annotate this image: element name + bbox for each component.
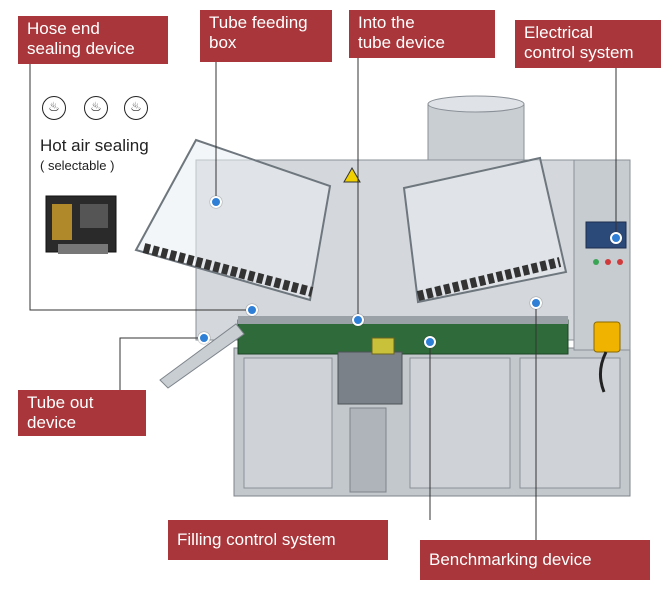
callout-dot-electrical — [610, 232, 622, 244]
hot-air-sealing-subtitle: ( selectable ) — [40, 158, 115, 173]
tube-out-chute — [159, 323, 245, 389]
label-tube-feeding-box: Tube feeding box — [200, 10, 332, 62]
sealing-mode-icon-1: ♨ — [42, 96, 66, 120]
label-tube-out-device: Tube out device — [18, 390, 146, 436]
hot-air-sealing-title: Hot air sealing — [40, 136, 149, 155]
sealing-mode-icon-2: ♨ — [84, 96, 108, 120]
callout-dot-filling — [424, 336, 436, 348]
label-into-the-tube-device: Into the tube device — [349, 10, 495, 58]
left-feeding-box — [134, 138, 332, 302]
callout-dot-into-tube — [352, 314, 364, 326]
label-hose-end-sealing-device: Hose end sealing device — [18, 16, 168, 64]
sealing-mode-icon-3: ♨ — [124, 96, 148, 120]
hot-air-sealing-unit-image — [45, 195, 117, 254]
label-electrical-control-system: Electrical control system — [515, 20, 661, 68]
label-filling-control-system: Filling control system — [168, 520, 388, 560]
filling-unit — [337, 337, 403, 493]
leader-lines — [29, 58, 617, 540]
label-benchmarking-device: Benchmarking device — [420, 540, 650, 580]
callout-dot-tube-feeding — [210, 196, 222, 208]
turntable — [237, 316, 569, 355]
callout-dot-tube-out — [198, 332, 210, 344]
right-feeding-box — [402, 156, 568, 304]
warning-sticker — [343, 166, 361, 183]
callout-dot-hose-end — [246, 304, 258, 316]
callout-dot-benchmarking — [530, 297, 542, 309]
